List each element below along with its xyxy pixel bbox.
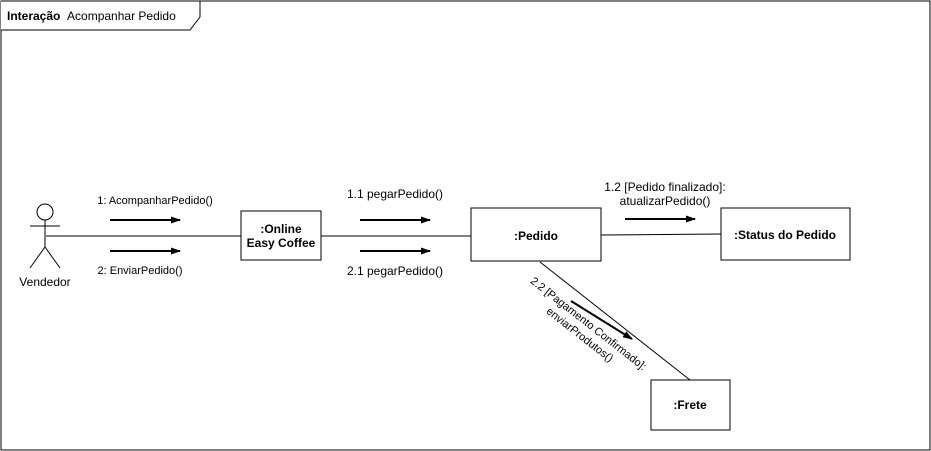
actor-left-leg [29,246,46,269]
message-label-1: 1: AcompanharPedido() [97,195,213,207]
object-pedido-label: :Pedido [514,229,558,243]
object-frete[interactable]: :Frete [650,379,731,431]
message-label-2-2-line1: 2.2 [Pagamento Confirmado]: [528,275,649,373]
frame-keyword: Interação [7,9,60,23]
object-pedido-box [470,207,602,262]
message-label-2-1: 2.1 pegarPedido() [347,264,443,278]
object-frete-label: :Frete [673,398,707,412]
object-online-easy-coffee[interactable]: :Online Easy Coffee [240,210,322,261]
actor-head [36,203,54,221]
frame-name: Acompanhar Pedido [67,9,176,23]
link-pedido-status [600,233,722,236]
actor-vendedor[interactable]: Vendedor [19,203,71,289]
link-pedido-frete [539,261,691,381]
frame-label-tab [1,0,201,31]
frame-title: Interação Acompanhar Pedido [7,9,176,23]
object-online-line1: :Online [260,222,302,236]
object-status-do-pedido[interactable]: :Status do Pedido [720,207,851,261]
message-label-2-2: 2.2 [Pagamento Confirmado]: enviarProdut… [528,275,649,373]
object-status-box [720,207,851,261]
actor-name: Vendedor [19,275,70,289]
object-online-box [240,210,322,261]
object-pedido[interactable]: :Pedido [470,207,602,262]
message-label-1-1: 1.1 pegarPedido() [347,187,443,201]
object-status-label: :Status do Pedido [734,228,836,242]
message-label-1-2-line1: 1.2 [Pedido finalizado]: [604,180,725,194]
actor-right-leg [44,246,61,269]
object-frete-box [650,379,731,431]
message-label-1-2-line2: atualizarPedido() [620,194,711,208]
object-online-line2: Easy Coffee [247,236,316,250]
message-arrow-2-2 [570,300,633,340]
message-label-2: 2: EnviarPedido() [98,265,183,277]
